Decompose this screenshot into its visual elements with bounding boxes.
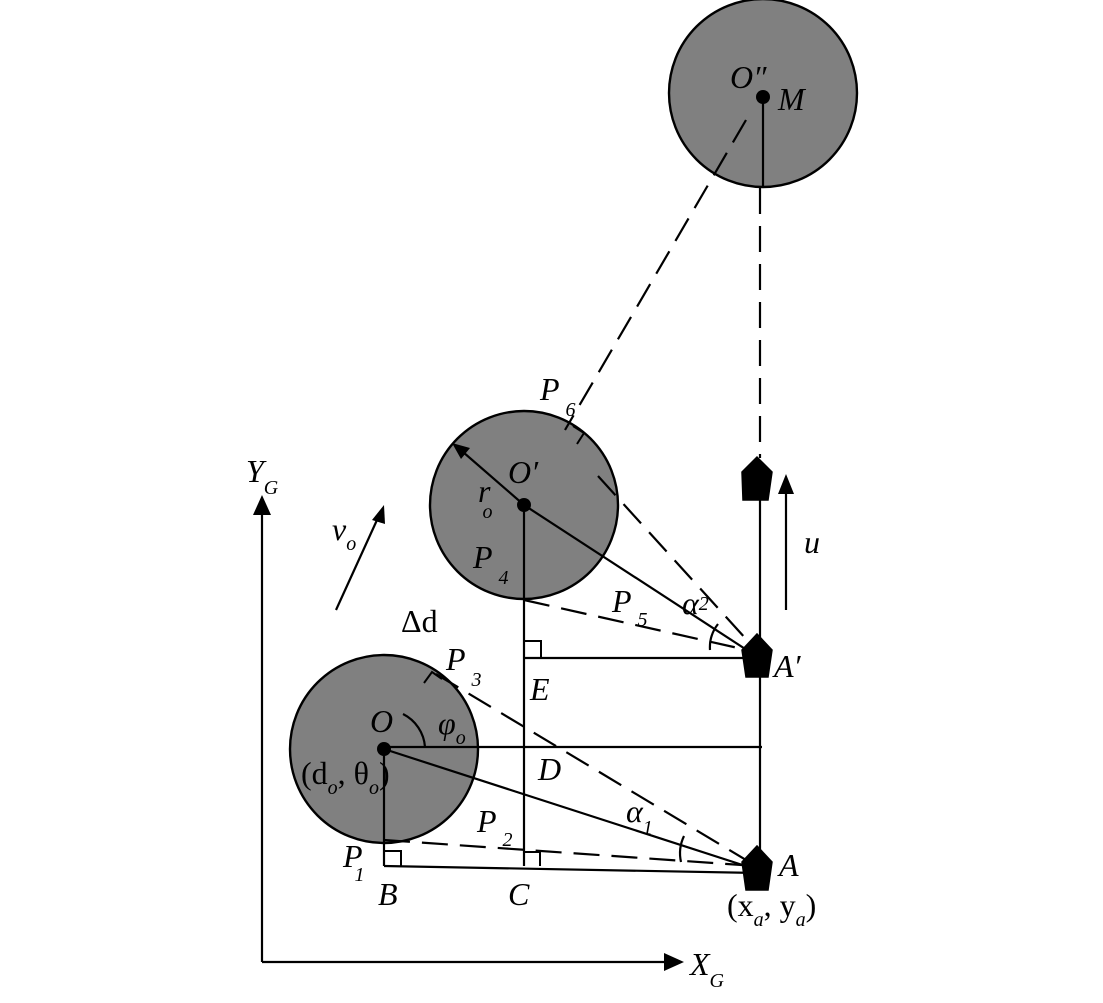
label-P3: P3 <box>445 641 482 691</box>
line-O-A <box>383 747 759 872</box>
dashed-tangent-lines <box>383 119 762 868</box>
y-axis-arrowhead <box>253 495 271 515</box>
radius-arrowhead <box>452 443 470 459</box>
center-dot-O <box>377 742 391 756</box>
label-M: M <box>777 81 807 117</box>
label-P5: P5 <box>611 583 648 631</box>
coordinate-axes <box>253 495 684 971</box>
line-Oprime-Aprime <box>523 504 757 657</box>
label-P6: P6 <box>539 371 576 421</box>
label-alpha1: α1 <box>626 793 653 839</box>
x-axis-label: XG <box>688 946 725 992</box>
right-angle-C <box>524 851 541 866</box>
dashed-A-prime-P4 <box>523 598 757 654</box>
label-u: u <box>804 524 820 560</box>
right-angle-P6 <box>572 425 586 445</box>
line-B-A <box>383 864 759 875</box>
dashed-Oprime-to-Odoubleprime <box>564 119 747 431</box>
label-Aprime: A′ <box>772 648 802 684</box>
label-alpha2: α2 <box>682 585 709 621</box>
solid-construction-lines <box>382 93 765 875</box>
label-phi-o: φo <box>438 705 466 749</box>
label-C: C <box>508 876 530 912</box>
label-velocity-vo: vo <box>332 511 356 555</box>
ship-icon-future <box>741 455 773 501</box>
label-P2: P2 <box>476 803 513 851</box>
right-angle-P3 <box>423 670 443 684</box>
label-D: D <box>537 751 561 787</box>
y-axis-label: YG <box>246 453 279 499</box>
ship-icon-Aprime <box>741 632 773 678</box>
dashed-A-prime-P6 <box>597 475 757 651</box>
x-axis-arrowhead <box>664 953 684 971</box>
label-Odoubleprime: O″ <box>730 59 767 95</box>
axis-labels: XG YG <box>246 453 725 992</box>
ship-icon-A <box>741 844 773 891</box>
velocity-vo-line <box>334 519 379 611</box>
right-angle-B <box>384 850 402 866</box>
label-O: O <box>370 703 393 739</box>
center-dot-Odoubleprime <box>756 90 770 104</box>
label-O-coords: (do, θo) <box>301 755 390 799</box>
label-A-coords: (xa, ya) <box>727 887 816 931</box>
center-dot-Oprime <box>517 498 531 512</box>
label-delta-d: Δd <box>401 603 438 639</box>
dashed-A-P1 <box>383 838 757 868</box>
angle-arc-phi <box>402 713 427 748</box>
velocity-u-arrowhead <box>778 474 794 494</box>
right-angle-E <box>524 640 542 658</box>
angle-arc-alpha2 <box>708 623 719 651</box>
right-angle-markers <box>384 425 586 866</box>
label-Oprime: O′ <box>508 454 539 490</box>
label-B: B <box>378 876 398 912</box>
label-A: A <box>777 847 799 883</box>
label-P4: P4 <box>472 539 509 589</box>
dashed-A-P3 <box>435 673 757 867</box>
label-E: E <box>529 671 550 707</box>
velocity-vo-arrowhead <box>372 505 385 524</box>
radius-line <box>462 451 525 506</box>
angle-arc-alpha1 <box>678 835 686 863</box>
